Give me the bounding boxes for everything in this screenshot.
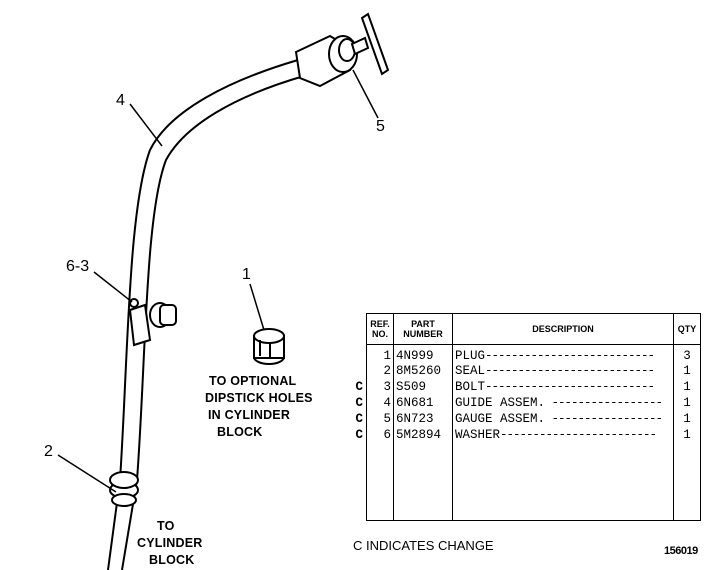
callout-6-3: 6-3 [66,258,90,275]
table-row: 2 8M5260 SEAL-------------------------- … [349,364,701,381]
footnote: C INDICATES CHANGE [353,538,494,553]
dipstick-note: TO OPTIONAL DIPSTICK HOLES IN CYLINDER B… [205,374,313,439]
leader-2 [57,454,117,493]
qty-header: QTY [673,313,701,345]
seal-ring [109,471,139,507]
tube-inner-edge [121,75,305,570]
description-header: DESCRIPTION [452,313,674,345]
plug [253,328,285,365]
callout-1: 1 [242,266,251,283]
callout-5: 5 [376,118,385,135]
leader-lines [57,69,379,493]
leader-6-3 [93,271,133,303]
callout-4: 4 [116,92,125,109]
bolt-clip [128,298,177,347]
to-cylinder-block-note: TO CYLINDER BLOCK [137,519,203,567]
guide-tube [107,59,305,570]
ref-no-header: REF.NO. [366,313,394,345]
table-row: C 3 S509 BOLT-------------------------- … [349,380,701,397]
table-row: C 5 6N723 GAUGE ASSEM. -----------------… [349,412,701,429]
figure-number: 156019 [664,545,698,557]
leader-4 [129,103,163,147]
leader-1 [249,283,265,331]
table-row: C 6 5M2894 WASHER-----------------------… [349,428,701,444]
callout-2: 2 [44,443,53,460]
leader-5 [352,69,379,119]
tube-outer-edge [107,59,299,570]
gauge-cap [294,12,390,88]
table-row: 1 4N999 PLUG-------------------------- 3 [349,348,701,365]
table-row: C 4 6N681 GUIDE ASSEM. -----------------… [349,396,701,413]
